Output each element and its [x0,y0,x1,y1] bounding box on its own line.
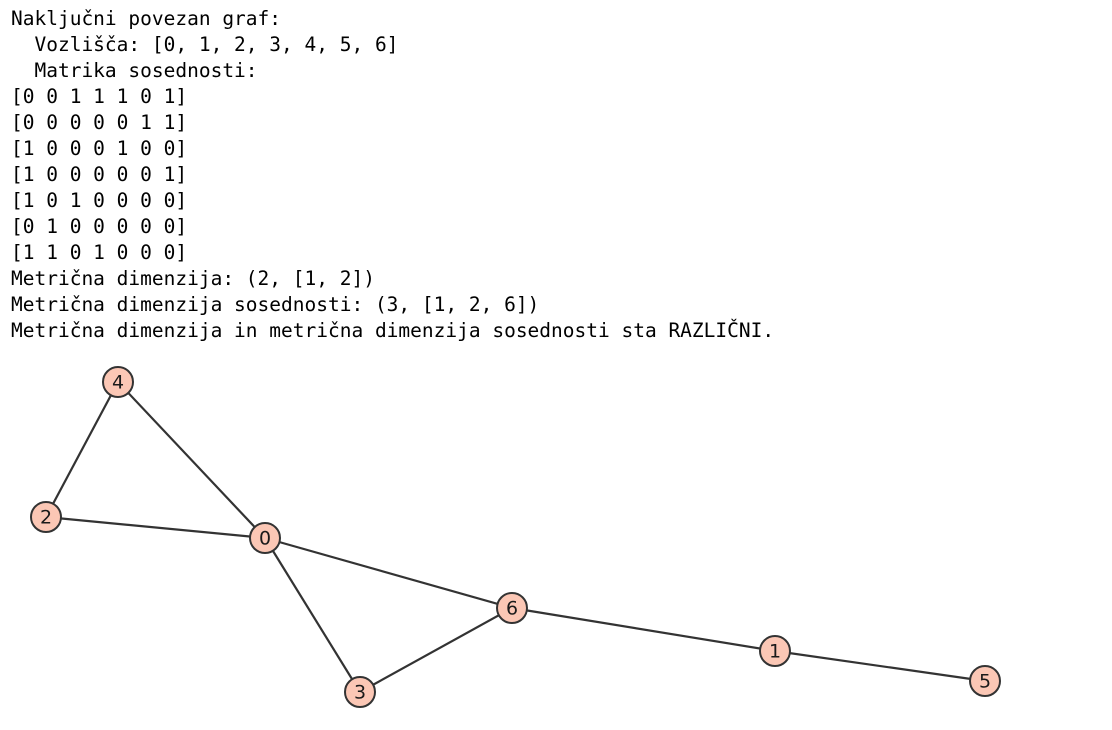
node-circle [249,522,281,554]
node-label: 4 [112,372,124,394]
graph-edge [511,606,776,653]
output-line: Metrična dimenzija sosednosti: (3, [1, 2… [11,293,540,316]
graph-edge [264,536,513,610]
node-circle [344,676,376,708]
graph-nodes: 0 1 2 3 4 5 6 [30,366,1001,708]
graph-edges [45,381,986,693]
node-circle [759,635,791,667]
node-label: 2 [40,507,52,529]
output-line: Naključni povezan graf: [11,7,282,30]
matrix-row: [0 0 1 1 1 0 1] [11,85,188,108]
graph-node-5: 5 [969,665,1001,697]
node-circle [30,501,62,533]
node-circle [102,366,134,398]
matrix-row: [0 0 0 0 0 1 1] [11,111,188,134]
matrix-row: [1 0 1 0 0 0 0] [11,189,188,212]
output-line: Matrika sosednosti: [11,59,258,82]
node-label: 5 [979,671,991,693]
graph-node-1: 1 [759,635,791,667]
matrix-row: [1 1 0 1 0 0 0] [11,241,188,264]
node-circle [496,592,528,624]
graph-node-4: 4 [102,366,134,398]
matrix-row: [0 1 0 0 0 0 0] [11,215,188,238]
graph-edge [264,537,361,693]
graph-node-6: 6 [496,592,528,624]
graph-node-0: 0 [249,522,281,554]
node-label: 3 [354,682,366,704]
output-line: Vozlišča: [0, 1, 2, 3, 4, 5, 6] [11,33,399,56]
node-circle [969,665,1001,697]
node-label: 0 [259,528,271,550]
matrix-row: [1 0 0 0 0 0 1] [11,163,188,186]
graph-edge [774,649,986,683]
graph-edge [117,381,266,539]
graph-edge [45,381,119,518]
graph-node-3: 3 [344,676,376,708]
output-line: Metrična dimenzija in metrična dimenzija… [11,319,775,342]
output-line: Metrična dimenzija: (2, [1, 2]) [11,267,375,290]
console-output: Naključni povezan graf: Vozlišča: [0, 1,… [11,6,774,344]
matrix-row: [1 0 0 0 1 0 0] [11,137,188,160]
graph-node-2: 2 [30,501,62,533]
node-label: 6 [506,598,518,620]
graph-edge [45,515,266,540]
graph-edge [359,607,513,693]
node-label: 1 [769,641,781,663]
